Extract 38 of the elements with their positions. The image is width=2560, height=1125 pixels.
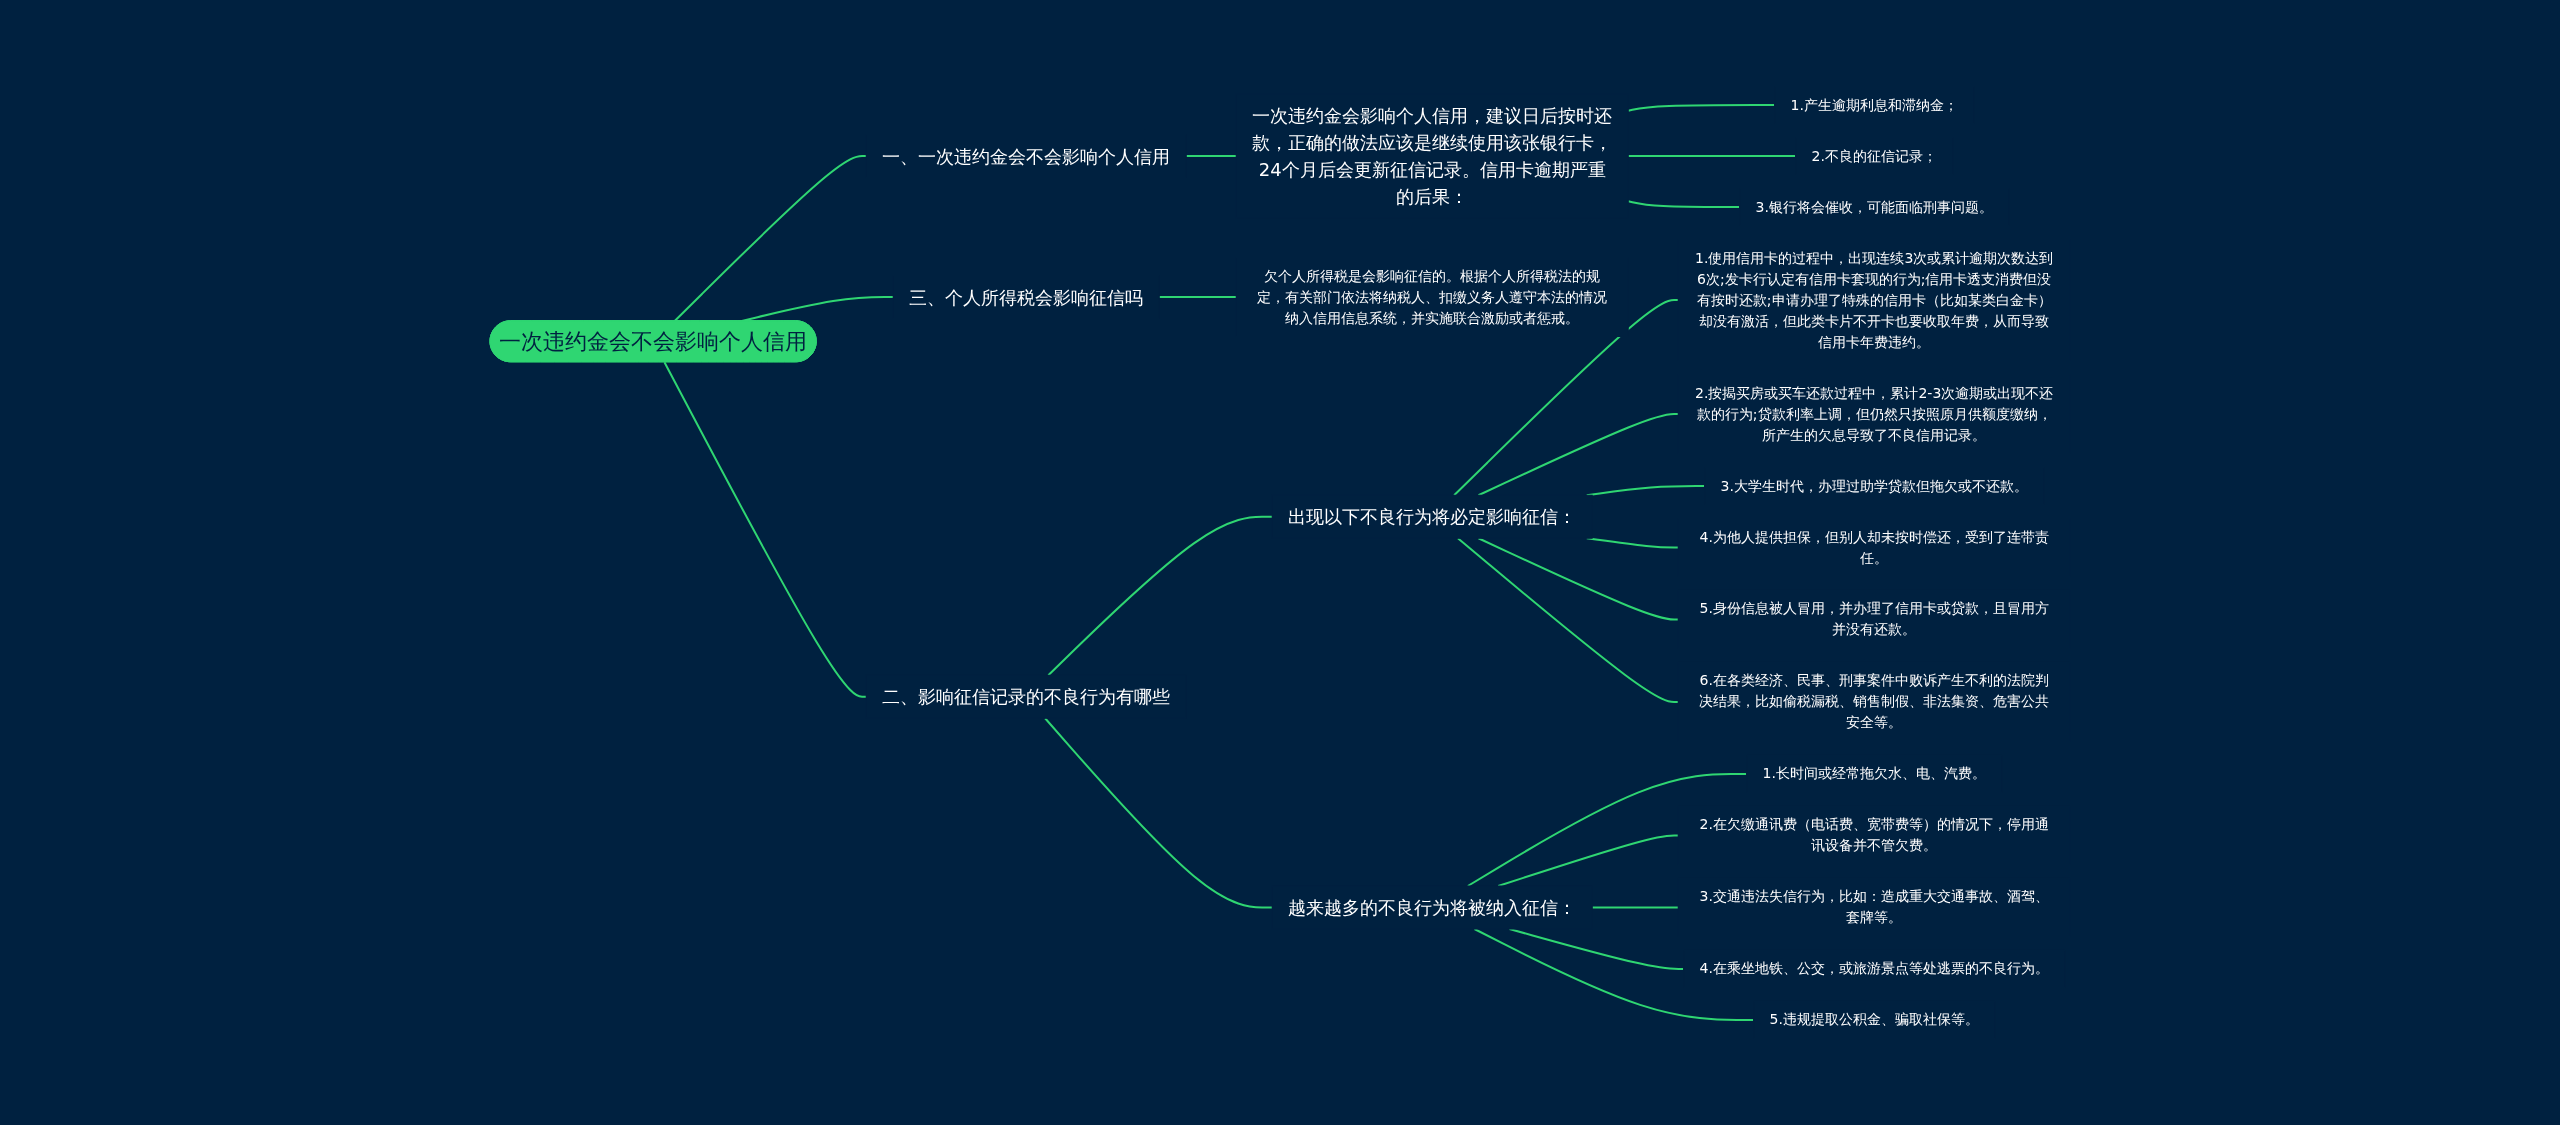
node-text: 三、个人所得税会影响征信吗 (909, 286, 1144, 308)
node-text: 出现以下不良行为将必定影响征信： (1288, 506, 1577, 528)
node-text: 6.在各类经济、民事、刑事案件中败诉产生不利的法院判决结果，比如偷税漏税、销售制假、非法集资、危害公共安全等。 (1699, 672, 2050, 731)
connector (1047, 515, 1274, 677)
node-text: 3.大学生时代，办理过助学贷款但拖欠或不还款。 (1720, 477, 2028, 494)
connector (1185, 155, 1238, 157)
connector (1591, 906, 1680, 909)
connector (1453, 299, 1680, 497)
node-text: 1.产生逾期利息和滞纳金； (1790, 96, 1958, 113)
node-text: 1.长时间或经常拖欠水、电、汽费。 (1762, 765, 1986, 782)
node-text: 4.为他人提供担保，但别人却未按时偿还，受到了连带责任。 (1699, 528, 2049, 566)
node-text: 欠个人所得税是会影响征信的。根据个人所得税法的规定，有关部门依法将纳税人、扣缴义务人遵守本法的情况纳入信用信息系统，并实施联合激励或者惩戒。 (1257, 267, 1608, 326)
connector (1627, 104, 1776, 112)
node-text: 二、影响征信记录的不良行为有哪些 (882, 686, 1171, 708)
connector (663, 361, 868, 698)
connector (1477, 537, 1680, 621)
node-text: 3.交通违法失信行为，比如：造成重大交通事故、酒驾、套牌等。 (1699, 888, 2049, 926)
node-text: 4.在乘坐地铁、公交，或旅游景点等处逃票的不良行为。 (1699, 960, 2049, 977)
connector (1627, 155, 1797, 157)
connector (1477, 413, 1680, 497)
node-text: 2.在欠缴通讯费（电话费、宽带费等）的情况下，停用通讯设备并不管欠费。 (1699, 816, 2049, 854)
connector (1158, 296, 1238, 298)
connector (1473, 928, 1755, 1021)
connector (1044, 717, 1274, 909)
node-text: 2.不良的征信记录； (1811, 147, 1937, 164)
node-text: 越来越多的不良行为将被纳入征信： (1288, 897, 1577, 918)
node-text: 一、一次违约金会不会影响个人信用 (882, 145, 1171, 167)
node-text: 5.身份信息被人冒用，并办理了信用卡或贷款，且冒用方并没有还款。 (1699, 600, 2049, 638)
node-text: 一次违约金会影响个人信用，建议日后按时还款，正确的做法应该是继续使用该张银行卡，24个月后会更新征信记录。信用卡逾期严重的后果： (1252, 105, 1613, 207)
node-text: 3.银行将会催收，可能面临刑事问题。 (1755, 198, 1993, 215)
connector (1627, 200, 1741, 208)
connector (1456, 537, 1680, 703)
connector (1497, 834, 1680, 887)
connector (1585, 485, 1706, 497)
node-text: 5.违规提取公积金、骗取社保等。 (1769, 1011, 1979, 1028)
node-text: 2.按揭买房或买车还款过程中，累计2-3次逾期或出现不还款的行为;贷款利率上调，但仍然只按照原月供额度缴纳，所产生的欠息导致了不良信用记录。 (1694, 384, 2054, 443)
connector (1466, 773, 1748, 887)
node-text: 1.使用信用卡的过程中，出现连续3次或累计逾期次数达到6次;发卡行认定有信用卡套现的行为;信用卡透支消费但没有按时还款;申请办理了特殊的信用卡（比如某类白金卡）却没有激活，但此类卡片不开卡也要收取年费，从而导致信用卡年费违约。 (1694, 249, 2054, 350)
